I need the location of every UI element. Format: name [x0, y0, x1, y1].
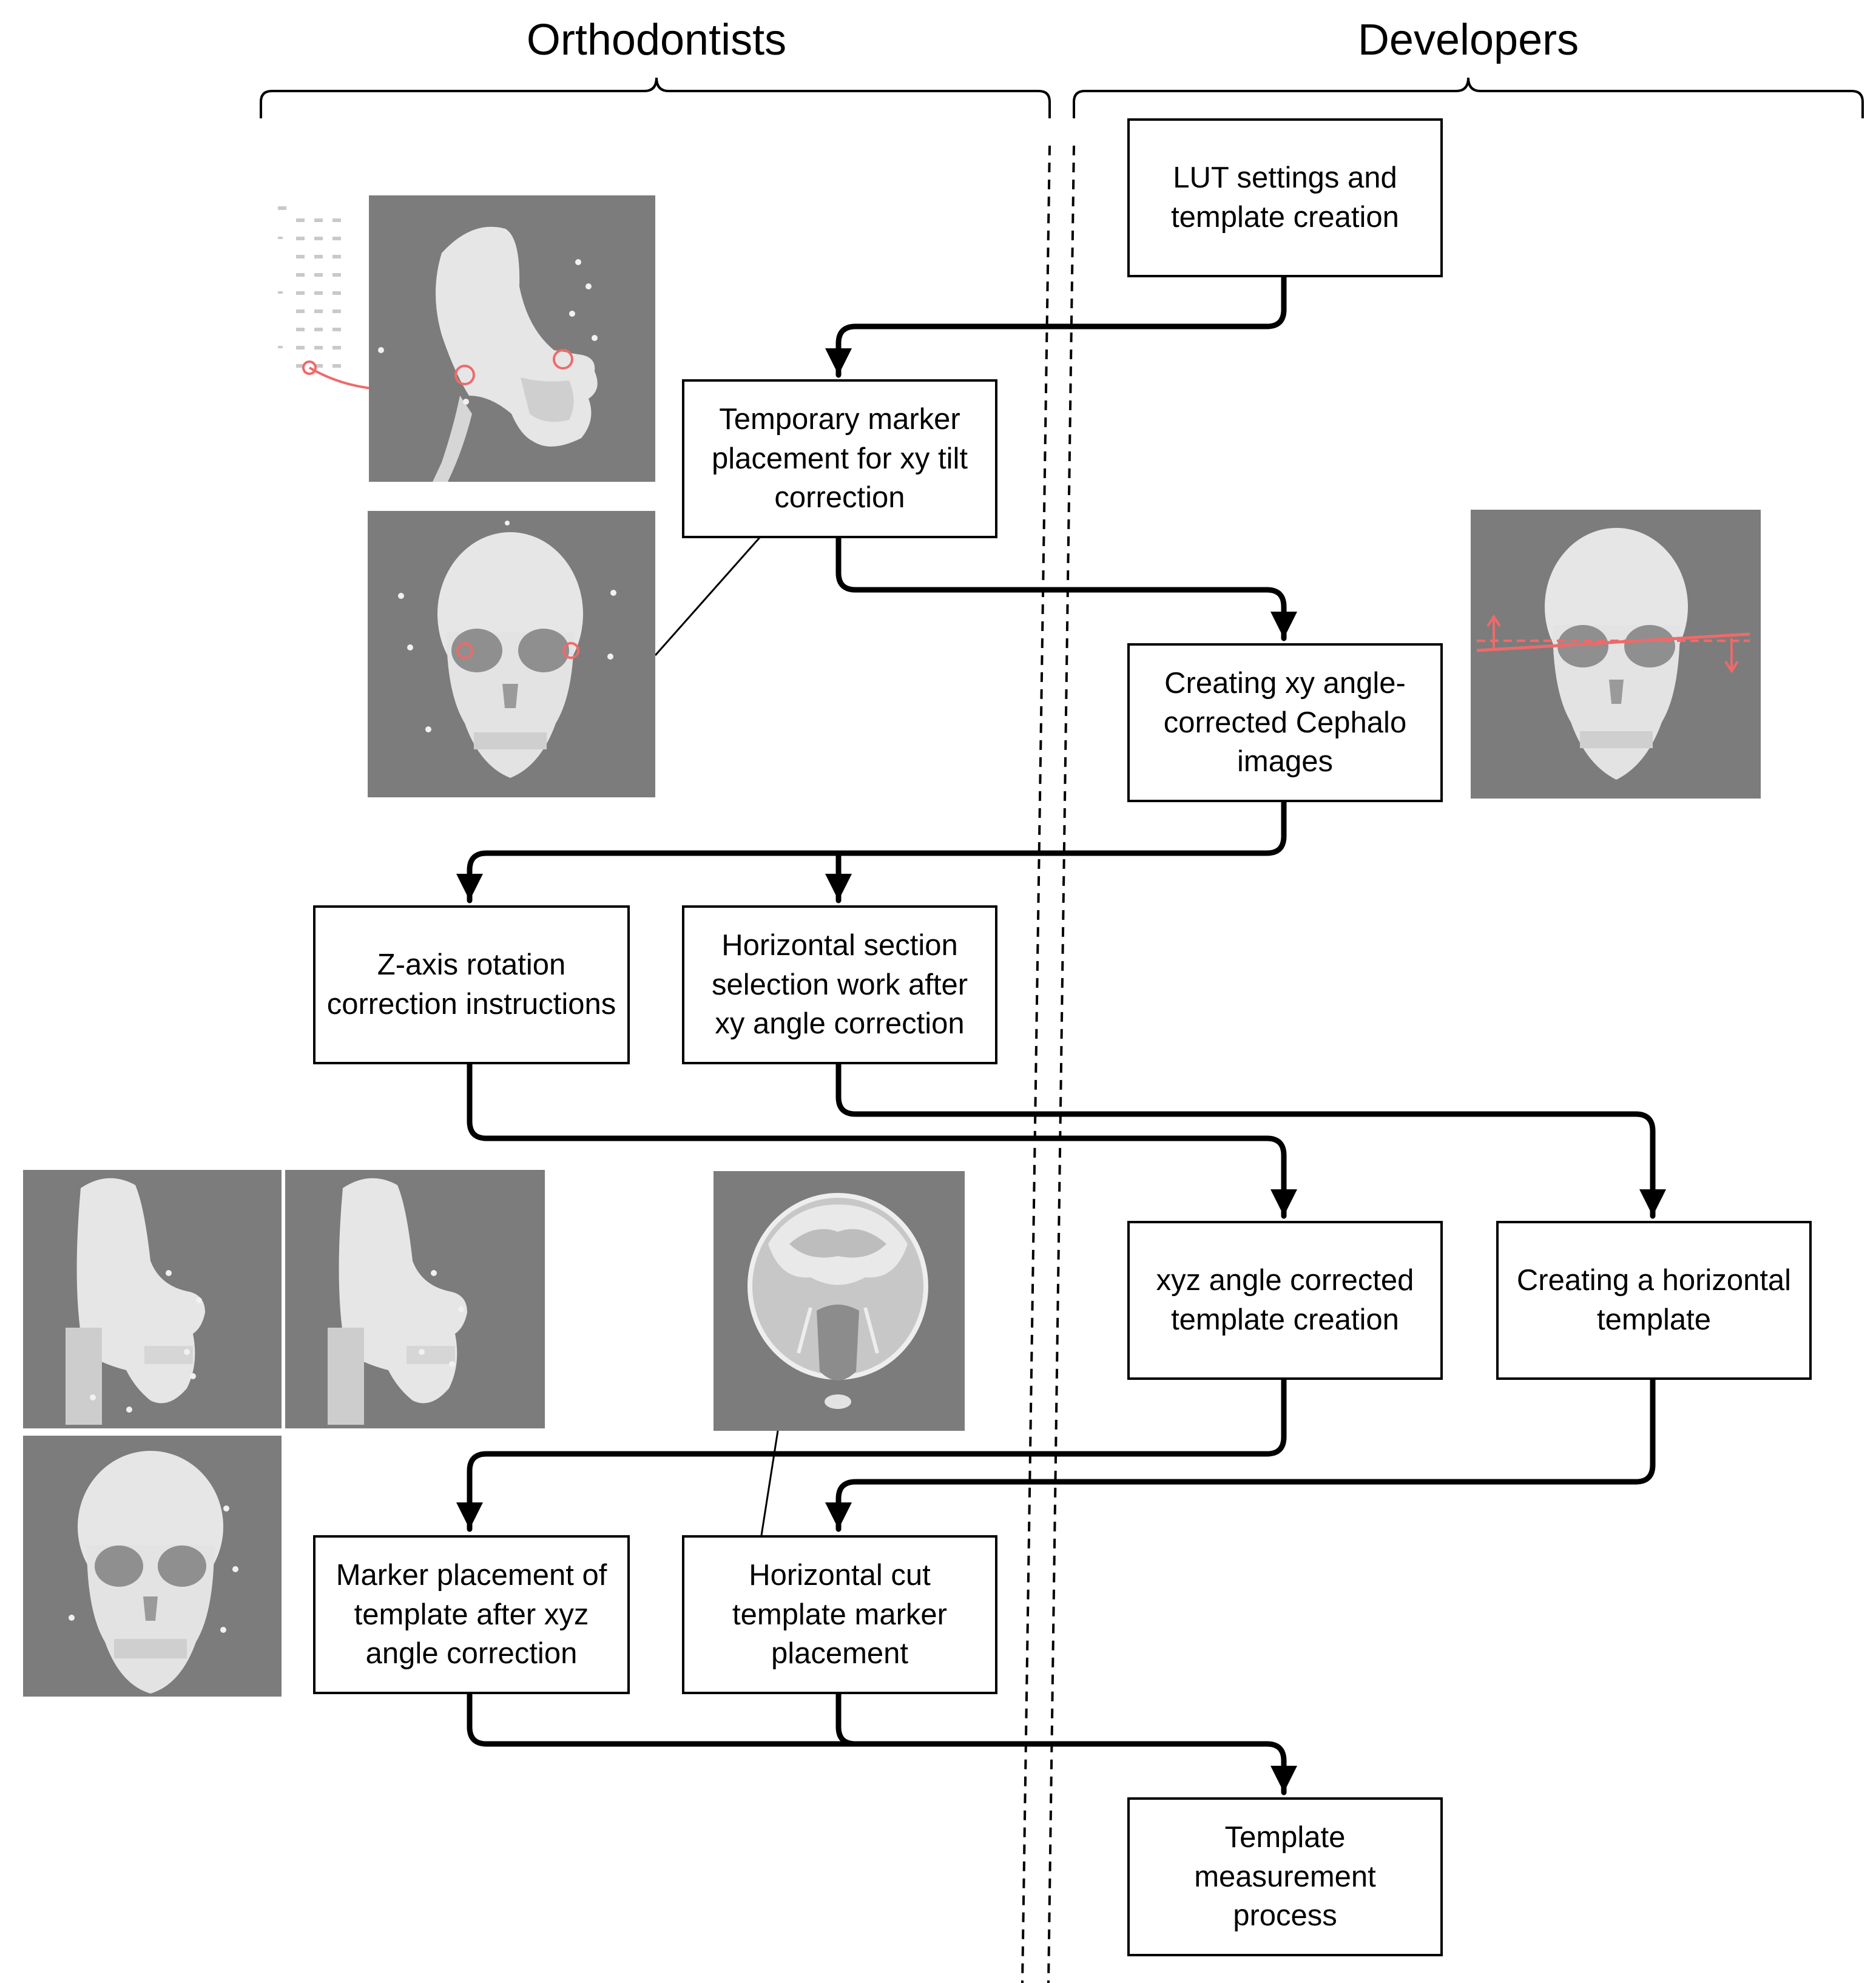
step-text-line: selection work after	[711, 968, 968, 1001]
step-text-line: Marker placement of	[336, 1558, 607, 1592]
step-text-line: template	[1597, 1303, 1711, 1336]
orthodontists-header: Orthodontists	[526, 16, 787, 64]
step-z-axis-rotation: Z-axis rotation correction instructions	[313, 905, 630, 1064]
step-text-line: Horizontal section	[721, 928, 958, 962]
step-xyz-template: xyz angle corrected template creation	[1127, 1221, 1443, 1380]
orthodontists-brace	[260, 77, 1051, 118]
lateral-skull-image	[369, 195, 655, 482]
step-text-line: xy angle correction	[715, 1007, 965, 1041]
step-text-line: template creation	[1171, 1303, 1399, 1336]
pointer-cut-to-image	[760, 1430, 779, 1536]
line-horizontal-cut-to-merge	[835, 1690, 859, 1747]
step-text-line: xyz angle corrected	[1156, 1264, 1414, 1297]
step-horizontal-cut: Horizontal cut template marker placement	[682, 1535, 997, 1694]
step-text-line: measurement	[1194, 1860, 1376, 1893]
lateral-skull-jaw-image-a	[23, 1170, 282, 1428]
step-text-line: images	[1237, 745, 1333, 779]
frontal-skull-image-bottom	[23, 1436, 282, 1697]
separator-line-left	[1021, 145, 1051, 1983]
step-marker-placement-xyz: Marker placement of template after xyz ang…	[313, 1535, 630, 1694]
step-text-line: Temporary marker	[719, 402, 960, 436]
arrow-section-to-horizontal-template	[835, 1060, 1666, 1219]
axial-ct-slice-image	[714, 1171, 965, 1431]
step-horizontal-template: Creating a horizontal template	[1496, 1221, 1812, 1380]
frontal-skull-markers-image	[368, 511, 655, 797]
step-text-line: template after xyz	[354, 1598, 589, 1631]
marker-grid-panel	[278, 206, 341, 375]
step-text-line: Z-axis rotation	[377, 948, 566, 982]
step-text-line: Template	[1224, 1820, 1346, 1854]
step-xy-corrected-images: Creating xy angle-corrected Cephalo image…	[1127, 643, 1443, 802]
step-template-measurement: Template measurement process	[1127, 1797, 1443, 1956]
pointer-marker-to-image	[654, 537, 761, 656]
arrow-marker-placement-to-measurement	[467, 1690, 1297, 1796]
step-text-line: template creation	[1171, 201, 1399, 234]
step-text-line: correction instructions	[326, 988, 616, 1021]
step-text-line: placement	[771, 1637, 909, 1671]
developers-header: Developers	[1357, 16, 1579, 64]
step-text-line: LUT settings and	[1173, 161, 1397, 195]
step-lut-settings: LUT settings and template creation	[1127, 118, 1443, 277]
step-text-line: process	[1233, 1899, 1337, 1933]
arrow-xy-to-zaxis	[456, 798, 1287, 904]
lateral-skull-jaw-image-b	[285, 1170, 545, 1428]
step-text-line: Creating a horizontal	[1516, 1264, 1792, 1297]
step-text-line: angle correction	[365, 1637, 578, 1671]
arrow-horizontal-template-to-cut	[825, 1376, 1656, 1532]
step-text-line: template marker	[732, 1598, 947, 1631]
step-horizontal-section: Horizontal section selection work after xy…	[682, 905, 997, 1064]
arrow-marker-to-xy	[835, 535, 1297, 641]
frontal-skull-tilt-image	[1471, 510, 1761, 799]
arrow-lut-to-marker	[825, 274, 1287, 378]
step-text-line: correction	[774, 481, 905, 515]
separator-line-right	[1047, 145, 1075, 1983]
step-text-line: placement for xy tilt	[711, 442, 968, 475]
step-text-line: corrected Cephalo	[1163, 706, 1407, 739]
step-text-line: Creating xy angle-	[1164, 666, 1406, 700]
step-temporary-marker: Temporary marker placement for xy tilt cor…	[682, 379, 997, 538]
arrow-xyz-to-marker-placement	[456, 1376, 1287, 1532]
arrow-zaxis-to-xyz	[467, 1060, 1297, 1219]
developers-brace	[1073, 77, 1864, 118]
step-text-line: Horizontal cut	[749, 1558, 931, 1592]
